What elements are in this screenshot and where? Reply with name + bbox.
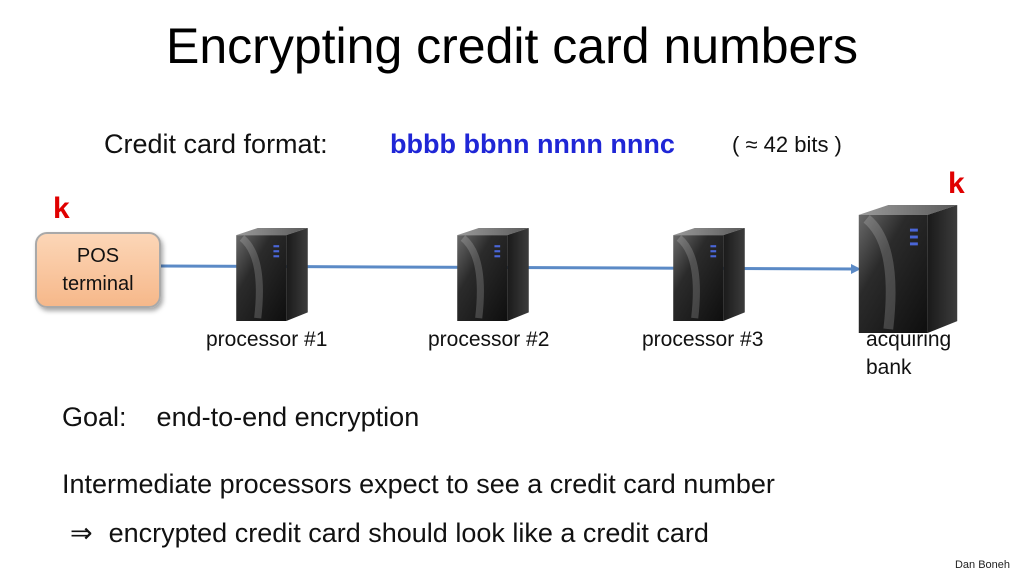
goal-text: end-to-end encryption [156,402,420,432]
processor-label-3: processor #3 [642,328,764,351]
format-value: bbbb bbnn nnnn nnnc [390,129,675,159]
key-left: k [53,192,70,225]
bank-label-line1: acquiring [866,328,952,351]
slide-title: Encrypting credit card numbers [166,18,858,74]
server-icon [859,205,957,333]
format-label: Credit card format: [104,129,328,159]
bank-label: acquiring bank [866,326,951,382]
pos-terminal-line1: POS [76,245,120,267]
processor-label-2: processor #2 [428,328,550,351]
format-bits: ( ≈ 42 bits ) [732,132,842,157]
author-credit: Dan Boneh [954,559,1010,571]
pos-terminal: POS terminal [35,232,161,308]
body-line-2-text: encrypted credit card should look like a… [108,518,709,548]
implies-symbol: ⇒ [70,518,93,548]
processor-label-1: processor #1 [206,328,328,351]
goal-label: Goal: [62,402,127,432]
goal-line: Goal: end-to-end encryption [62,400,419,434]
body-line-2: ⇒ encrypted credit card should look like … [70,516,709,550]
server-icon [236,228,308,321]
bank-label-line2: bank [866,356,912,379]
key-right: k [948,167,965,200]
body-line-1: Intermediate processors expect to see a … [62,469,775,499]
server-icon [673,228,745,321]
pos-terminal-line2: terminal [62,273,134,295]
server-icon [457,228,529,321]
